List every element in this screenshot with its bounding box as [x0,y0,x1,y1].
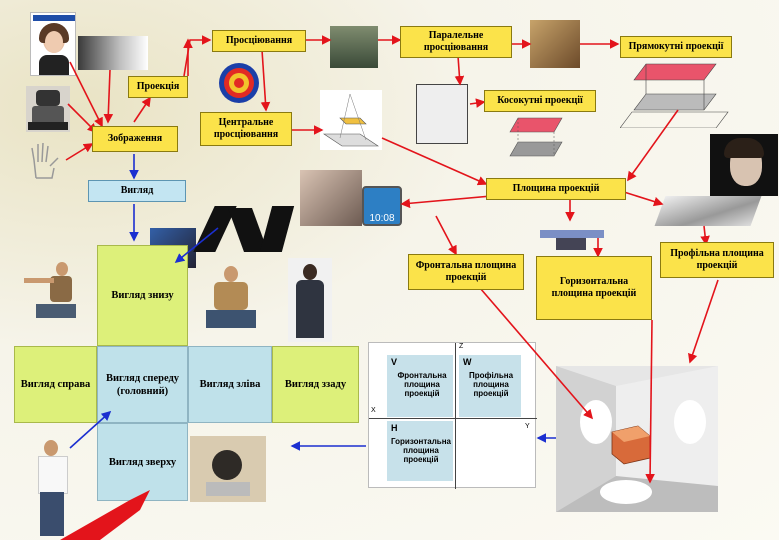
passport-photo [30,12,76,76]
node-kosokutni-label: Косокутні проекції [497,95,583,106]
red-banner-shape [60,490,150,540]
sitting-man-front-photo [200,262,264,342]
woman-phone-photo [300,170,362,226]
node-zobrazhennia: Зображення [92,126,178,152]
node-vyhliad: Вигляд [88,180,186,202]
node-profilna: Профільна площина проекцій [660,242,774,278]
view-cell-right: Вигляд справа [14,346,97,423]
node-kosokutni: Косокутні проекції [484,90,596,112]
view-from-below-label: Вигляд знизу [111,290,174,301]
central-projection-sketch [320,90,382,150]
projection-planes-diagram: V Фронтальна площина проекцій W Профільн… [368,342,537,489]
plane-w-label: Профільна площина проекцій [468,371,514,398]
axis-x-label: X [371,407,376,414]
medical-table-photo [540,222,604,250]
orthogonal-planes-sketch [620,63,729,128]
plane-v-label: Фронтальна площина проекцій [397,371,447,398]
node-proiektsiia: Проекція [128,76,188,98]
node-vyhliad-label: Вигляд [120,185,154,196]
view-from-behind-label: Вигляд ззаду [284,379,347,390]
view-cell-back: Вигляд ззаду [272,346,359,423]
phone-time: 10:08 [369,213,395,224]
node-tsentralne: Центральне просціювання [200,112,292,146]
projector-photo [78,36,148,70]
node-paralelne-label: Паралельне просціювання [423,30,489,53]
node-frontalna-label: Фронтальна площина проекцій [415,260,517,283]
view-cell-bottom: Вигляд знизу [97,245,188,346]
view-front-label: Вигляд спереду (головний) [105,372,180,397]
view-from-above-label: Вигляд зверху [108,456,177,468]
node-proektsiiuvannia: Просціювання [212,30,306,52]
node-horyzontalna: Горизонтальна площина проекцій [536,256,652,320]
plane-v-letter: V [391,357,398,367]
standing-man-photo [30,438,74,538]
view-cell-front: Вигляд спереду (головний) [97,346,188,423]
hand-outline-icon [31,142,59,179]
node-horyzontalna-label: Горизонтальна площина проекцій [551,276,637,299]
node-zobrazhennia-label: Зображення [107,133,163,144]
railway-photo [330,26,378,68]
node-pryamokutni: Прямокутні проекції [620,36,732,58]
plane-h-letter: H [391,423,398,433]
node-profilna-label: Профільна площина проекцій [670,248,764,271]
plane-w-letter: W [463,357,472,367]
node-frontalna: Фронтальна площина проекцій [408,254,524,290]
node-ploshchyna-label: Площина проекцій [512,183,600,194]
oblique-planes-sketch [509,117,563,157]
view-cell-left: Вигляд зліва [188,346,272,423]
oblique-sketch [416,84,468,144]
man-back-photo [288,258,332,342]
plane-h-label: Горизонтальна площина проекцій [391,437,451,464]
node-proektsiiuvannia-label: Просціювання [225,35,293,46]
man-portrait-photo [710,134,778,196]
projection-room-3d [556,366,718,512]
figures-photo [530,20,580,68]
target-icon [219,63,259,103]
node-tsentralne-label: Центральне просціювання [213,117,279,140]
view-cell-top: Вигляд зверху [97,423,188,501]
view-from-right-label: Вигляд справа [20,379,91,390]
node-proiektsiia-label: Проекція [136,81,180,92]
robot-photo [26,86,70,132]
top-view-person-photo [190,436,266,502]
axis-y-label: Y [525,423,530,430]
node-ploshchyna: Площина проекцій [486,178,626,200]
node-paralelne: Паралельне просціювання [400,26,512,58]
node-pryamokutni-label: Прямокутні проекції [628,41,724,52]
sitting-man-pointing-photo [20,258,84,342]
view-from-left-label: Вигляд зліва [199,379,261,390]
axis-z-label: Z [459,343,464,350]
